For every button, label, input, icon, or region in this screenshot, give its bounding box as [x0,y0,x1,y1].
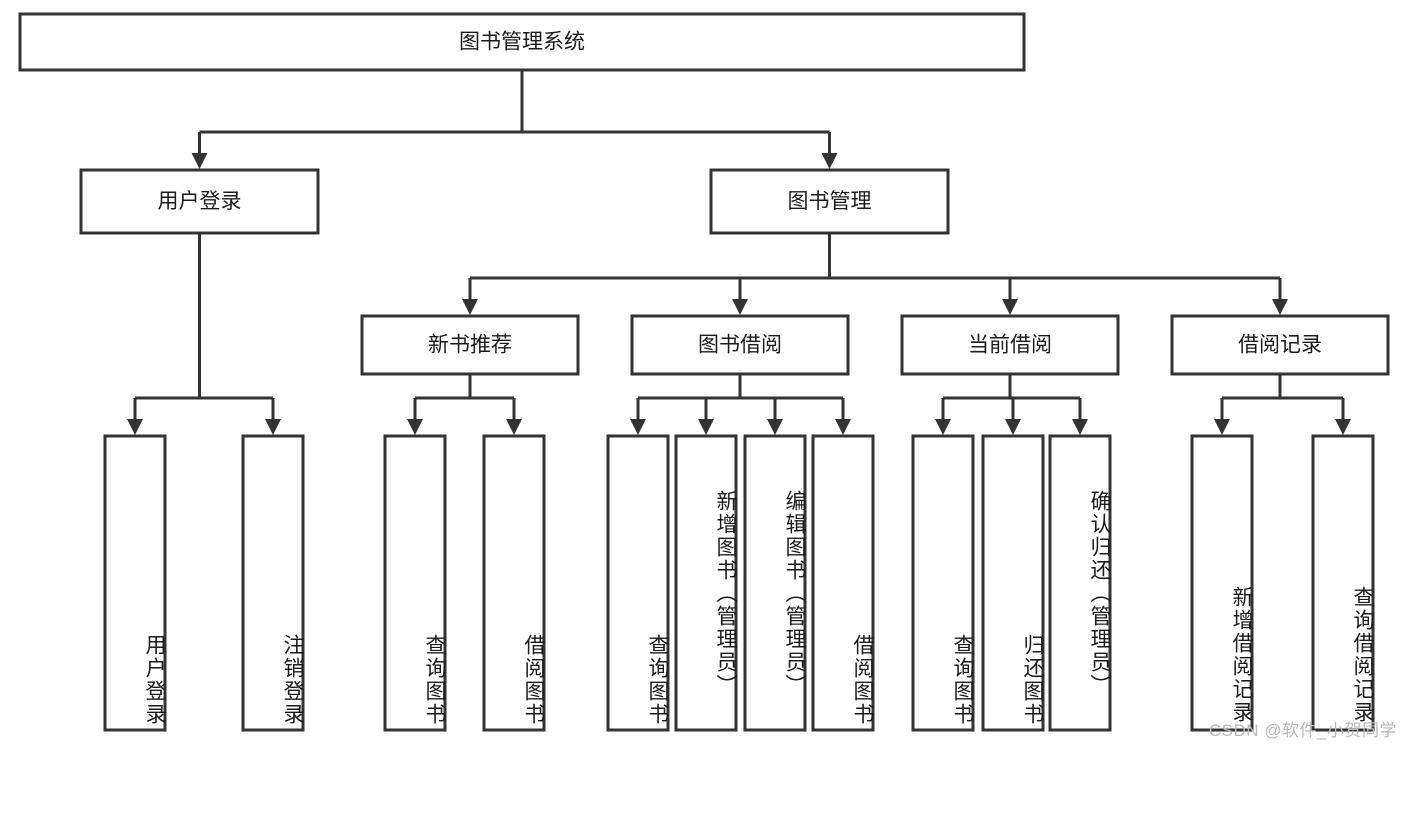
connector-arrowhead [767,419,783,435]
node-box-leaf-query-record[interactable] [1311,434,1375,732]
node-box-root[interactable] [18,12,1026,72]
node-label-user-login: 用户登录 [158,190,242,213]
connector-arrowhead [835,419,851,435]
connector-arrowhead [1072,419,1088,435]
node-box-borrow-record[interactable] [1170,314,1390,376]
connector-arrowhead [1214,419,1230,435]
connector-arrowhead [191,153,208,169]
node-box-book-borrow[interactable] [630,314,850,376]
connector-arrowhead [127,419,143,435]
connector-arrowhead [698,419,714,435]
node-box-leaf-return-book[interactable] [981,434,1045,732]
diagram-canvas: 图书管理系统用户登录图书管理新书推荐图书借阅当前借阅借阅记录 用户登录注销登录查… [18,12,1397,740]
node-box-leaf-user-login[interactable] [103,434,167,732]
node-box-leaf-edit-book[interactable] [743,434,807,732]
watermark-text: CSDN @软件_小贺同学 [1208,721,1397,740]
connector-arrowhead [821,153,838,169]
node-label-book-borrow: 图书借阅 [698,334,782,357]
connector-arrowhead [732,299,748,315]
connector-arrowhead [407,419,423,435]
node-box-leaf-query-book-rec[interactable] [383,434,447,732]
node-box-leaf-query-book-bb[interactable] [606,434,670,732]
node-box-leaf-confirm-return[interactable] [1048,434,1112,732]
connections-layer [127,70,1351,435]
connector-arrowhead [506,419,522,435]
node-box-book-manage[interactable] [709,168,950,235]
node-label-new-book-rec: 新书推荐 [428,334,512,357]
node-label-borrow-record: 借阅记录 [1238,334,1322,357]
node-label-current-borrow: 当前借阅 [968,334,1052,357]
node-label-root: 图书管理系统 [459,31,585,54]
connector-arrowhead [1005,419,1021,435]
connector-arrowhead [1272,299,1288,315]
node-box-leaf-logout[interactable] [241,434,305,732]
node-box-leaf-borrow-book-rec[interactable] [482,434,546,732]
connector-arrowhead [462,299,478,315]
connector-arrowhead [1002,299,1018,315]
node-box-leaf-query-book-cb[interactable] [911,434,975,732]
node-box-current-borrow[interactable] [900,314,1120,376]
connector-arrowhead [1335,419,1351,435]
node-box-leaf-add-record[interactable] [1190,434,1254,732]
node-box-leaf-add-book[interactable] [674,434,738,732]
connector-arrowhead [265,419,281,435]
boxes-layer [18,12,1390,732]
node-label-book-manage: 图书管理 [788,190,872,213]
connector-arrowhead [935,419,951,435]
connector-arrowhead [630,419,646,435]
node-box-new-book-rec[interactable] [360,314,580,376]
node-box-user-login[interactable] [79,168,320,235]
node-box-leaf-borrow-book-bb[interactable] [811,434,875,732]
